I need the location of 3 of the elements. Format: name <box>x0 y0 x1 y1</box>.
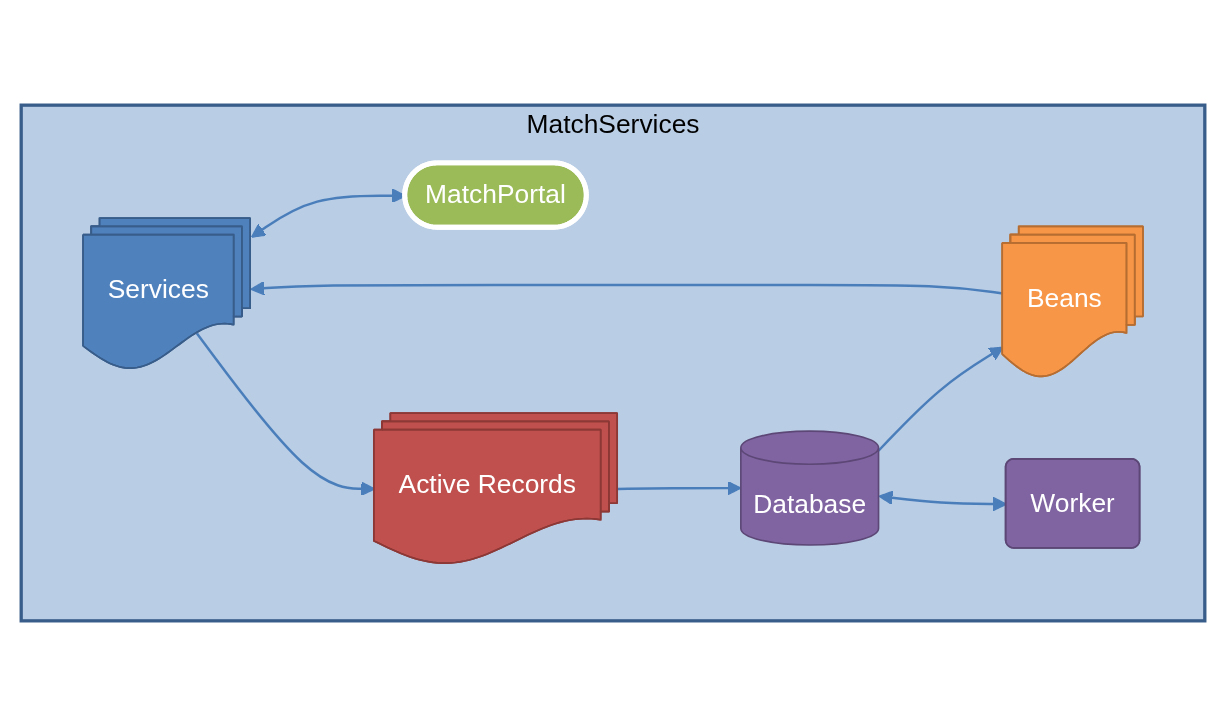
arrow <box>250 281 1004 296</box>
arrow <box>877 346 1004 452</box>
arrow <box>618 480 742 496</box>
